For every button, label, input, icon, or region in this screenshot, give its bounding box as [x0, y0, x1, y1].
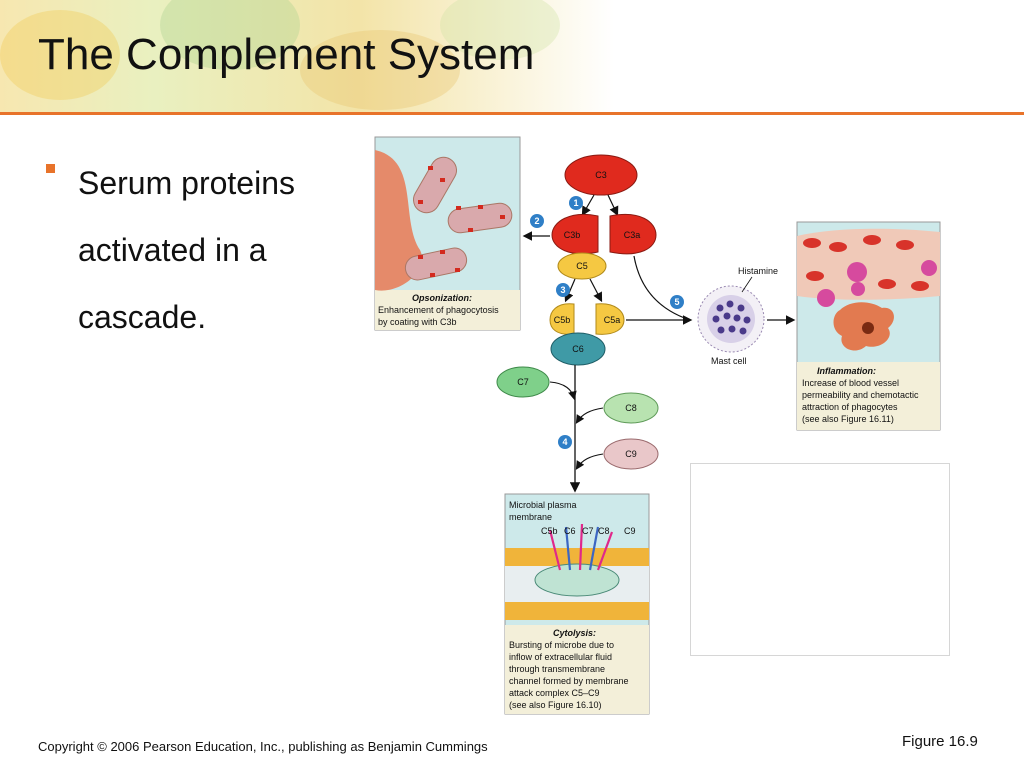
svg-text:C7: C7 — [517, 377, 529, 387]
inflammation-heading: Inflammation: — [817, 366, 876, 376]
arrow — [549, 381, 577, 401]
svg-text:C9: C9 — [625, 449, 637, 459]
arrow — [581, 194, 595, 217]
cytolysis-heading: Cytolysis: — [553, 628, 596, 638]
inflammation-panel: Inflammation: Increase of blood vessel p… — [796, 221, 941, 431]
svg-text:C5b: C5b — [554, 315, 571, 325]
mast-cell-label: Mast cell — [711, 356, 747, 366]
bullet-marker-icon — [46, 164, 55, 173]
decor-blob — [160, 0, 300, 70]
c5-protein: C5 — [557, 252, 607, 280]
c6-protein: C6 — [550, 332, 606, 366]
mast-cell-icon — [697, 285, 765, 353]
arrow — [589, 278, 603, 303]
opsonization-line: by coating with C3b — [378, 317, 457, 327]
membrane-attack-complex — [534, 563, 620, 597]
figure-number: Figure 16.9 — [902, 733, 978, 750]
mac-label: C7 — [582, 526, 594, 536]
mac-label: C6 — [564, 526, 576, 536]
bullet-text: Serum proteins activated in a cascade. — [78, 165, 295, 335]
arrow — [633, 255, 691, 321]
inflammation-line: permeability and chemotactic — [802, 390, 919, 400]
opsonization-heading: Opsonization: — [412, 293, 472, 303]
cytolysis-line: channel formed by membrane — [509, 676, 629, 686]
histamine-label: Histamine — [738, 266, 778, 276]
cytolysis-panel: Microbial plasma membrane C5b C6 C7 C8 C… — [504, 493, 650, 715]
c3-protein: C3 — [564, 154, 638, 196]
step-marker: 5 — [670, 295, 684, 309]
bacterium-icon — [413, 156, 457, 214]
membrane-inner-layer — [505, 602, 649, 620]
cytolysis-line: Bursting of microbe due to — [509, 640, 614, 650]
membrane-label: Microbial plasma — [509, 500, 577, 510]
mac-arrows — [548, 523, 614, 571]
inflammation-line: attraction of phagocytes — [802, 402, 898, 412]
decor-blob — [440, 0, 560, 60]
svg-text:C5: C5 — [576, 261, 588, 271]
arrow — [607, 194, 619, 217]
decor-blob — [0, 10, 120, 100]
copyright-footer: Copyright © 2006 Pearson Education, Inc.… — [38, 739, 488, 754]
cytolysis-line: inflow of extracellular fluid — [509, 652, 612, 662]
cytolysis-line: (see also Figure 16.10) — [509, 700, 602, 710]
c8-protein: C8 — [603, 392, 659, 424]
svg-text:C6: C6 — [572, 344, 584, 354]
phagocyte-shape — [375, 150, 422, 291]
title-background — [0, 0, 1024, 112]
arrow — [575, 407, 604, 424]
step-marker: 2 — [530, 214, 544, 228]
opsonization-line: Enhancement of phagocytosis — [378, 305, 499, 315]
opsonization-panel: Opsonization: Enhancement of phagocytosi… — [374, 136, 521, 331]
arrow — [575, 453, 604, 470]
step-marker: 4 — [558, 435, 572, 449]
c3b-protein: C3b — [551, 214, 599, 255]
c3b-coating-dots — [418, 166, 505, 277]
c9-protein: C9 — [603, 438, 659, 470]
inflammation-line: (see also Figure 16.11) — [802, 414, 894, 424]
step-marker: 1 — [569, 196, 583, 210]
svg-text:C3: C3 — [595, 170, 607, 180]
arrow — [564, 278, 576, 303]
cytolysis-line: attack complex C5–C9 — [509, 688, 600, 698]
membrane-label: membrane — [509, 512, 552, 522]
cytolysis-line: through transmembrane — [509, 664, 605, 674]
leader-line — [741, 276, 753, 293]
mac-label: C8 — [598, 526, 610, 536]
step-marker: 3 — [556, 283, 570, 297]
membrane-outer-layer — [505, 548, 649, 566]
phagocyte-cells — [817, 260, 937, 307]
svg-text:C3a: C3a — [624, 230, 641, 240]
mac-label: C5b — [541, 526, 558, 536]
mac-label: C9 — [624, 526, 636, 536]
page-title: The Complement System — [38, 30, 535, 79]
c5a-protein: C5a — [595, 303, 625, 335]
c5b-protein: C5b — [549, 303, 575, 335]
svg-text:C8: C8 — [625, 403, 637, 413]
blank-panel — [690, 463, 950, 656]
red-blood-cells — [803, 235, 929, 291]
svg-text:C5a: C5a — [604, 315, 621, 325]
title-divider — [0, 112, 1024, 115]
inflammation-line: Increase of blood vessel — [802, 378, 899, 388]
svg-text:C3b: C3b — [564, 230, 581, 240]
c7-protein: C7 — [496, 366, 550, 398]
c3a-protein: C3a — [609, 214, 657, 255]
svg-text:3: 3 — [560, 285, 565, 295]
svg-text:2: 2 — [534, 216, 539, 226]
decor-blob — [300, 30, 460, 110]
svg-text:4: 4 — [562, 437, 567, 447]
svg-text:5: 5 — [674, 297, 679, 307]
svg-text:1: 1 — [573, 198, 578, 208]
